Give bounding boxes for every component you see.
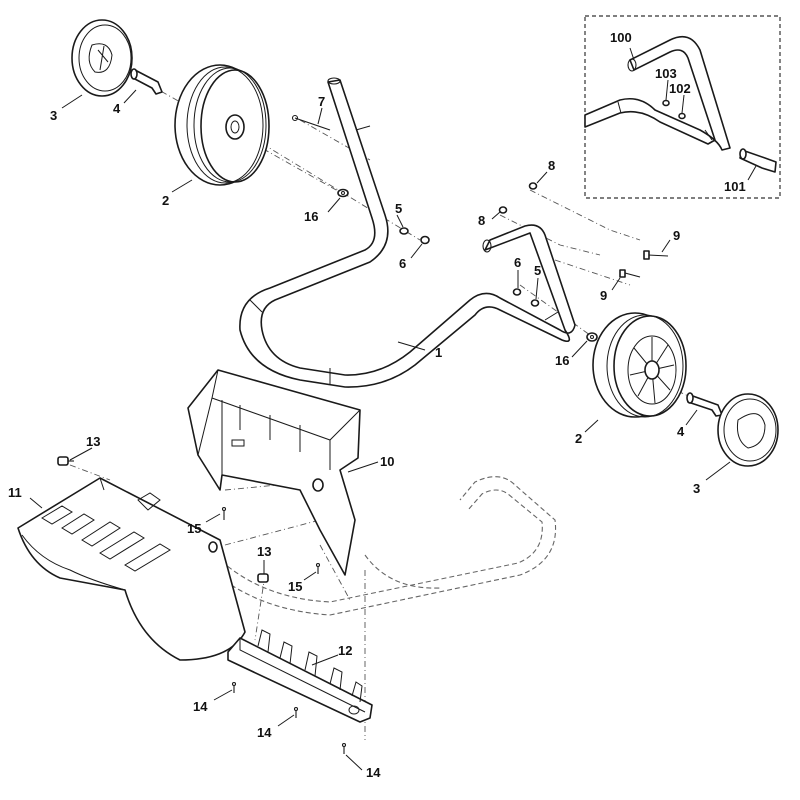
screw-15-right bbox=[315, 562, 321, 574]
inset-handle-tube[interactable] bbox=[584, 35, 731, 151]
inset-nut-102 bbox=[678, 112, 686, 120]
callout-5-top: 5 bbox=[395, 201, 402, 216]
callout-10: 10 bbox=[380, 454, 394, 469]
side-deflector[interactable] bbox=[17, 477, 246, 661]
callout-8-top: 8 bbox=[548, 158, 555, 173]
callout-6-mid: 6 bbox=[514, 255, 521, 270]
callout-15-right: 15 bbox=[288, 579, 302, 594]
handle-frame[interactable] bbox=[239, 77, 576, 388]
hubcap-right[interactable] bbox=[717, 393, 779, 467]
callout-1: 1 bbox=[435, 345, 442, 360]
callout-101: 101 bbox=[724, 179, 746, 194]
bottom-rail[interactable] bbox=[227, 629, 373, 723]
callout-3-right: 3 bbox=[693, 481, 700, 496]
screw-14-c bbox=[341, 742, 347, 754]
nut-6-mid bbox=[512, 288, 522, 296]
hubcap-left[interactable] bbox=[71, 19, 133, 97]
callout-7: 7 bbox=[318, 94, 325, 109]
callout-4-left: 4 bbox=[113, 101, 121, 116]
nut-8b bbox=[498, 206, 508, 214]
callout-13-top: 13 bbox=[86, 434, 100, 449]
screws-lower bbox=[57, 456, 347, 754]
screw-13-mid bbox=[257, 573, 269, 583]
callout-2-right: 2 bbox=[575, 431, 582, 446]
callout-3-left: 3 bbox=[50, 108, 57, 123]
callout-16-top: 16 bbox=[304, 209, 318, 224]
ghost-handle-frame bbox=[199, 476, 557, 616]
callout-5-mid: 5 bbox=[534, 263, 541, 278]
inset-box bbox=[584, 15, 781, 199]
nut-5-top bbox=[399, 227, 409, 235]
callout-6-top: 6 bbox=[399, 256, 406, 271]
callout-4-right: 4 bbox=[677, 424, 685, 439]
leader-lines bbox=[29, 47, 757, 771]
callout-12: 12 bbox=[338, 643, 352, 658]
callout-2-left: 2 bbox=[162, 193, 169, 208]
bolt-9a bbox=[643, 250, 669, 260]
wheel-right[interactable] bbox=[592, 312, 687, 418]
axle-right[interactable] bbox=[686, 392, 723, 417]
callout-11: 11 bbox=[8, 485, 22, 500]
inset-pin-101[interactable] bbox=[739, 148, 777, 173]
screw-13-top bbox=[57, 456, 74, 466]
callout-9-top: 9 bbox=[673, 228, 680, 243]
callout-13-mid: 13 bbox=[257, 544, 271, 559]
nut-6-top bbox=[420, 235, 430, 245]
hardware bbox=[291, 114, 669, 342]
inset-nut-103 bbox=[662, 99, 670, 107]
catcher-box[interactable] bbox=[187, 369, 361, 576]
washer-16-right bbox=[586, 332, 598, 342]
callout-102: 102 bbox=[669, 81, 691, 96]
screw-14-a bbox=[231, 681, 237, 693]
screw-14-b bbox=[293, 706, 299, 718]
callout-14-a: 14 bbox=[193, 699, 208, 714]
bolt-9b bbox=[619, 269, 641, 278]
axle-left[interactable] bbox=[130, 68, 163, 95]
callout-16-right: 16 bbox=[555, 353, 569, 368]
screw-15-left bbox=[221, 506, 227, 520]
callout-100: 100 bbox=[610, 30, 632, 45]
callout-103: 103 bbox=[655, 66, 677, 81]
callout-14-b: 14 bbox=[257, 725, 272, 740]
callout-14-c: 14 bbox=[366, 765, 381, 780]
nut-8a bbox=[528, 182, 538, 190]
callouts: 3 4 2 7 16 5 6 8 8 9 9 6 5 1 16 2 4 3 10… bbox=[8, 30, 746, 780]
washer-16-top bbox=[337, 188, 349, 198]
callout-8-left: 8 bbox=[478, 213, 485, 228]
nut-5-mid bbox=[530, 299, 540, 307]
wheel-left[interactable] bbox=[174, 64, 270, 186]
callout-15-left: 15 bbox=[187, 521, 201, 536]
screw-7 bbox=[291, 114, 331, 131]
callout-9-bottom: 9 bbox=[600, 288, 607, 303]
